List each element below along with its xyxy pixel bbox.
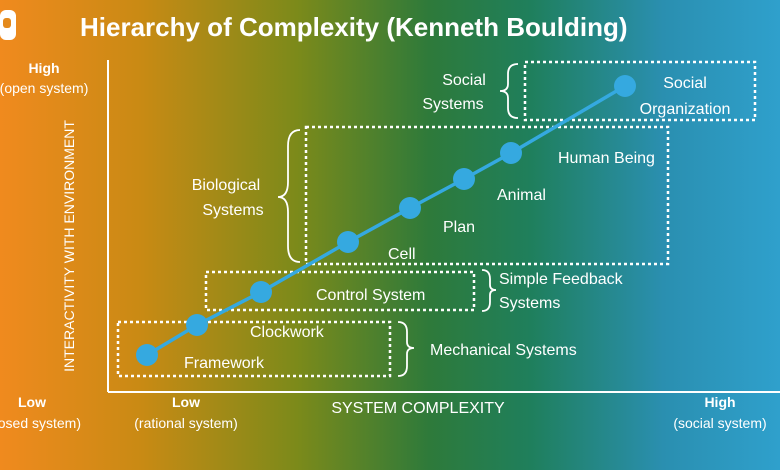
y-high-sublabel: (open system)	[0, 80, 88, 96]
social-brace	[499, 63, 519, 119]
biological-systems-label-line2: Systems	[202, 202, 263, 219]
social-systems-label-line2: Systems	[422, 96, 483, 113]
feedback-systems-label-line2: Systems	[499, 295, 560, 312]
clockwork-label: Clockwork	[250, 324, 325, 341]
plan-label: Plan	[443, 219, 475, 236]
plan-point	[399, 197, 421, 219]
control-system-point	[250, 281, 272, 303]
human-being-point	[500, 142, 522, 164]
biological-systems-box	[304, 125, 670, 266]
x-axis-label: SYSTEM COMPLEXITY	[331, 400, 505, 417]
cell-point	[337, 231, 359, 253]
x-high-sublabel: (social system)	[673, 415, 766, 431]
human-being-label: Human Being	[558, 150, 655, 167]
biological-systems-label-line1: Biological	[192, 177, 260, 194]
social-systems-box	[523, 60, 757, 122]
x-low-label: Low	[172, 394, 200, 410]
social-organization-point	[614, 75, 636, 97]
framework-label: Framework	[184, 355, 265, 372]
clockwork-point	[186, 314, 208, 336]
feedback-systems-box	[204, 270, 476, 312]
social-organization-label-line2: Organization	[640, 101, 731, 118]
cell-label: Cell	[388, 246, 416, 263]
diagram-title: Hierarchy of Complexity (Kenneth Bouldin…	[80, 12, 628, 42]
control-system-label: Control System	[316, 287, 425, 304]
mechanical-brace	[397, 321, 415, 377]
y-high-label: High	[28, 60, 59, 76]
y-low-label: Low	[18, 394, 46, 410]
mechanical-systems-label: Mechanical Systems	[430, 342, 577, 359]
biological-brace	[277, 129, 301, 263]
brand-logo-icon	[0, 10, 16, 40]
y-low-sublabel: (closed system)	[0, 415, 81, 431]
mechanical-systems-box	[116, 320, 392, 378]
feedback-systems-label-line1: Simple Feedback	[499, 271, 624, 288]
y-axis-label: INTERACTIVITY WITH ENVIRONMENT	[61, 120, 77, 372]
animal-point	[453, 168, 475, 190]
feedback-brace	[481, 269, 497, 312]
animal-label: Animal	[497, 187, 546, 204]
framework-point	[136, 344, 158, 366]
x-low-sublabel: (rational system)	[134, 415, 237, 431]
social-organization-label-line1: Social	[663, 75, 707, 92]
x-high-label: High	[704, 394, 735, 410]
social-systems-label-line1: Social	[442, 72, 486, 89]
